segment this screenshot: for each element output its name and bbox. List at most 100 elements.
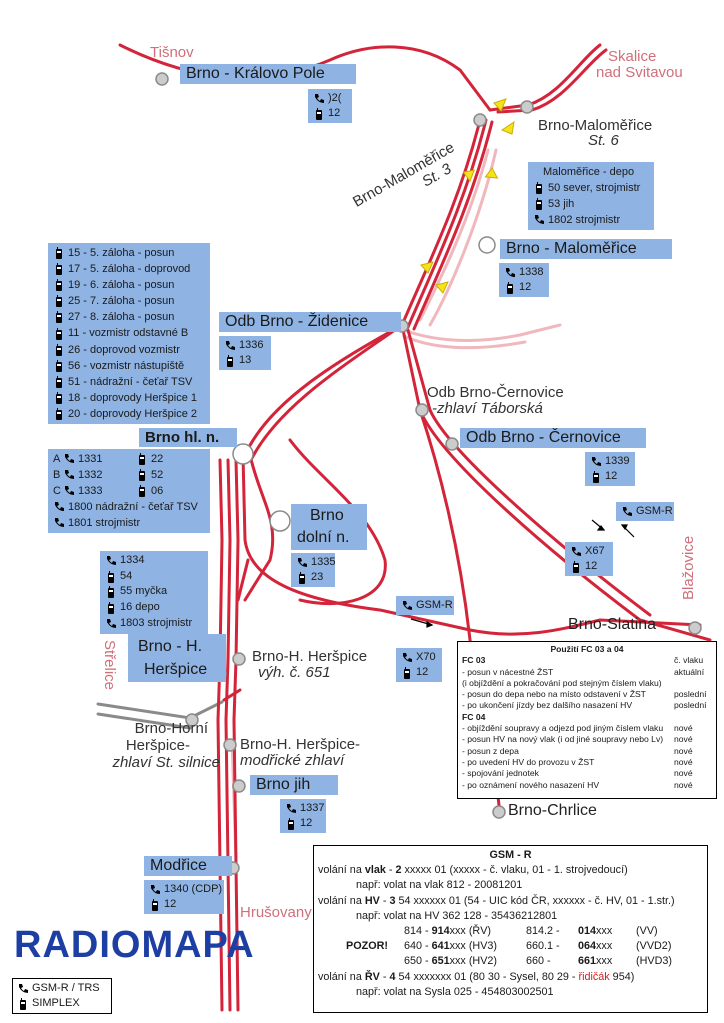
radio-icon (139, 485, 145, 497)
radio-icon (56, 407, 62, 420)
radio-icon (316, 107, 322, 120)
radio-icon (139, 469, 145, 481)
radio-icon (573, 560, 579, 573)
radio-icon (20, 997, 26, 1010)
phone-icon (19, 983, 28, 993)
city-hrusovany: Hrušovany (240, 904, 312, 921)
radio-icon (56, 375, 62, 388)
station-herspice: Brno - H.Heršpice (128, 634, 226, 682)
train-direction-triangle (462, 169, 476, 183)
station-zidenice: Odb Brno - Židenice (219, 312, 401, 332)
station-cernovice: Odb Brno - Černovice (460, 428, 646, 448)
station-malomerice: Brno - Maloměřice (500, 239, 672, 259)
city-blazovice: Blažovice (680, 535, 697, 600)
phone-icon (65, 486, 74, 495)
phone-icon (65, 470, 74, 479)
hln-list-item: 15 - 5. záloha - posun (53, 245, 205, 261)
hln-list-item: 17 - 5. záloha - doprovod (53, 261, 205, 277)
city-skalice-2: nad Svitavou (596, 64, 683, 81)
hln-list-item: 19 - 6. záloha - posun (53, 277, 205, 293)
modrice-info: 1340 (CDP) 12 (144, 880, 224, 914)
city-tisnov: Tišnov (150, 44, 194, 61)
malomerice-info: 1338 12 (499, 263, 549, 297)
radio-icon (56, 343, 62, 356)
phone-icon (55, 502, 64, 511)
fc-table-row: - objíždění soupravy a odjezd pod jiným … (462, 723, 693, 734)
radio-icon (108, 570, 114, 583)
phone-icon (506, 267, 515, 277)
radio-icon (152, 898, 158, 911)
station-modricke-zhlavi: Brno-H. Heršpice- (240, 736, 361, 753)
fc-table-row: - posun HV na nový vlak (i od jiné soupr… (462, 734, 693, 745)
radio-icon (56, 279, 62, 292)
radio-icon (288, 817, 294, 830)
gsm-r-badge-dolni: GSM-R (396, 596, 454, 615)
radio-icon (108, 601, 114, 614)
city-strelice: Střelice (101, 640, 118, 691)
station-malomerice-st6: Brno-Maloměřice (538, 117, 653, 134)
hln-list-item: 18 - doprovody Heršpice 1 (53, 390, 205, 406)
radio-icon (56, 263, 62, 276)
hln-list-item: 56 - vozmistr nástupiště (53, 358, 205, 374)
phone-icon (55, 518, 64, 527)
hln-list-item: 51 - nádražní - čeťař TSV (53, 374, 205, 390)
radio-icon (536, 198, 542, 210)
train-direction-triangle (500, 120, 515, 135)
zidenice-info: 1336 13 (219, 336, 271, 370)
legend: GSM-R / TRS SIMPLEX (12, 978, 112, 1014)
phone-icon (623, 506, 632, 516)
phone-icon (65, 454, 74, 463)
hln-list-item: 26 - doprovod vozmistr (53, 342, 205, 358)
radio-icon (299, 571, 305, 584)
gsm-r-badge-slatina: GSM-R (616, 502, 674, 521)
radio-icon (593, 470, 599, 483)
x70-info: X70 12 (396, 648, 442, 682)
city-skalice: Skalice (608, 48, 657, 65)
radio-icon (56, 391, 62, 404)
radio-icon (56, 295, 62, 308)
phone-icon (287, 803, 296, 813)
cernovice-info: 1339 12 (585, 452, 635, 486)
hln-list-item: 11 - vozmistr odstavné B (53, 325, 205, 341)
station-herspice-651: Brno-H. Heršpice (252, 648, 368, 665)
radio-icon (56, 311, 62, 324)
station-modrice: Modřice (144, 856, 232, 876)
brno-jih-info: 1337 12 (280, 799, 326, 833)
radio-icon (108, 586, 114, 599)
radio-icon (536, 182, 542, 194)
radio-icon (227, 354, 233, 367)
train-direction-triangle (420, 261, 434, 274)
phone-icon (403, 600, 412, 610)
radio-icon (56, 247, 62, 260)
malomerice-depo-info: Maloměřice - depo 50 sever, strojmistr 5… (528, 162, 654, 230)
phone-icon (592, 456, 601, 466)
station-chrlice: Brno-Chrlice (508, 802, 597, 819)
phone-icon (298, 557, 307, 567)
fc-table-row: - po ukončení jízdy bez dalšího nasazení… (462, 700, 707, 711)
phone-icon (107, 555, 116, 565)
station-herspice-651-sub: výh. č. 651 (258, 664, 331, 681)
dolni-info: 1335 23 (291, 553, 335, 587)
station-brno-hl-n: Brno hl. n. (139, 428, 237, 447)
phone-icon (572, 546, 581, 556)
station-kralovo-pole: Brno - Královo Pole (180, 64, 356, 84)
radio-icon (56, 359, 62, 372)
kralovo-pole-info: )2( 12 (308, 89, 352, 123)
phone-icon (151, 884, 160, 894)
phone-icon (107, 618, 116, 628)
hln-list-item: 20 - doprovody Heršpice 2 (53, 406, 205, 422)
radio-icon (507, 281, 513, 294)
hln-list-item: 25 - 7. záloha - posun (53, 293, 205, 309)
x67-info: X67 12 (565, 542, 613, 576)
hln-list-item: 27 - 8. záloha - posun (53, 309, 205, 325)
